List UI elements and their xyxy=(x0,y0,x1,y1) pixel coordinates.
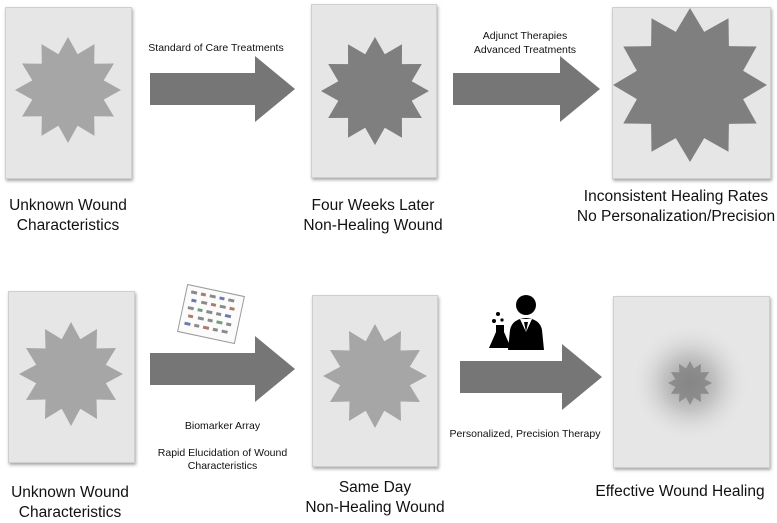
bottom-arrow-biomarker xyxy=(150,336,295,402)
caption-line: No Personalization/Precision xyxy=(576,208,776,225)
wound-star-icon xyxy=(321,37,429,145)
bottom-caption-3: Effective Wound Healing xyxy=(585,482,775,502)
caption-line: Non-Healing Wound xyxy=(305,499,445,516)
arrow-label-line: Rapid Elucidation of Wound xyxy=(157,446,288,459)
top-panel-inconsistent-healing xyxy=(612,7,771,179)
caption-line: Characteristics xyxy=(18,504,122,521)
biomarker-array-icon xyxy=(176,284,246,344)
caption-line: Same Day xyxy=(338,479,412,496)
top-caption-2: Four Weeks Later Non-Healing Wound xyxy=(290,196,456,236)
top-arrow-1-label: Standard of Care Treatments xyxy=(137,42,295,56)
right-arrow-icon xyxy=(150,56,295,122)
top-arrow-standard-of-care xyxy=(150,56,295,122)
caption-line: Unknown Wound xyxy=(9,197,127,214)
caption-line: Four Weeks Later xyxy=(311,197,435,214)
right-arrow-icon xyxy=(150,336,295,402)
wound-star-icon xyxy=(613,8,767,162)
healing-wound-icon xyxy=(630,323,750,443)
bottom-arrow-2-label: Personalized, Precision Therapy xyxy=(440,428,610,442)
bottom-caption-2: Same Day Non-Healing Wound xyxy=(295,478,455,518)
wound-star-icon xyxy=(19,322,123,426)
top-arrow-2-label: Adjunct Therapies Advanced Treatments xyxy=(445,30,605,57)
arrow-label-line: Biomarker Array xyxy=(184,420,261,432)
top-panel-four-weeks-later xyxy=(311,4,437,178)
top-caption-3: Inconsistent Healing Rates No Personaliz… xyxy=(576,187,776,227)
arrow-label-line: Adjunct Therapies xyxy=(482,30,568,42)
arrow-label-line: Characteristics xyxy=(187,460,258,472)
arrow-label-line: Personalized, Precision Therapy xyxy=(449,428,601,440)
top-panel-unknown-wound xyxy=(5,7,132,179)
caption-line: Effective Wound Healing xyxy=(595,483,765,500)
scientist-flask-icon xyxy=(488,292,550,352)
wound-star-icon xyxy=(15,37,121,143)
right-arrow-icon xyxy=(460,344,602,410)
caption-line: Inconsistent Healing Rates xyxy=(583,188,769,205)
caption-line: Unknown Wound xyxy=(11,484,129,501)
bottom-panel-unknown-wound xyxy=(8,291,135,463)
arrow-label-line: Advanced Treatments xyxy=(473,43,577,56)
right-arrow-icon xyxy=(453,56,600,122)
caption-line: Characteristics xyxy=(16,217,120,234)
top-caption-1: Unknown Wound Characteristics xyxy=(0,196,136,236)
arrow-label-spacer xyxy=(140,434,305,447)
top-arrow-adjunct-therapies xyxy=(453,56,600,122)
bottom-panel-same-day xyxy=(312,295,438,467)
caption-line: Non-Healing Wound xyxy=(303,217,443,234)
bottom-panel-effective-healing xyxy=(613,296,770,468)
bottom-caption-1: Unknown Wound Characteristics xyxy=(0,483,140,523)
bottom-arrow-precision-therapy xyxy=(460,344,602,410)
bottom-arrow-1-label: Biomarker Array Rapid Elucidation of Wou… xyxy=(140,420,305,474)
arrow-label-line: Standard of Care Treatments xyxy=(148,42,284,54)
wound-star-icon xyxy=(323,324,427,428)
